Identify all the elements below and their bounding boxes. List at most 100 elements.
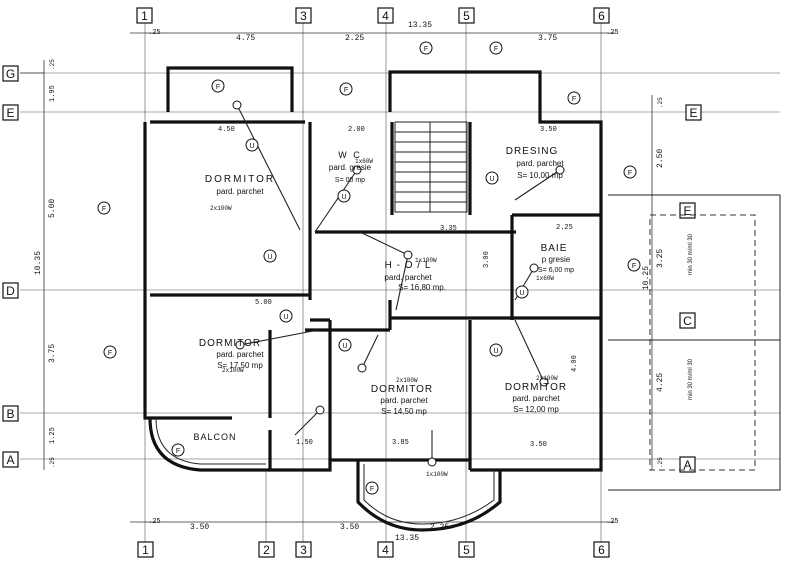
svg-text:F: F [628,170,632,177]
room-labels: DORMITOR pard. parchet W C pard. gresie … [193,146,574,442]
svg-text:1.50: 1.50 [296,439,313,447]
dim-right-5: 4.25 [656,373,665,392]
svg-text:F: F [102,206,106,213]
svg-text:1x100W: 1x100W [426,471,448,478]
axis-left-B: B [6,407,14,421]
dim-left-6: .25 [49,457,56,468]
svg-text:F: F [370,486,374,493]
room-floor: pard. parchet [512,394,560,403]
axis-top-4: 4 [382,9,389,23]
lamp-fixture-icon [315,405,325,415]
room-name: DORMITOR [371,384,433,395]
svg-text:3.85: 3.85 [392,439,409,447]
svg-text:F: F [176,448,180,455]
room-area: S= 17,50 mp [217,361,263,370]
dim-bottom-total: 13.35 [395,534,419,543]
svg-text:U: U [283,314,288,321]
axis-markers-left: G E D B A [2,65,19,468]
svg-text:4.00: 4.00 [571,355,579,372]
svg-text:F: F [216,84,220,91]
axis-bottom-1: 1 [142,543,149,557]
room-floor: p gresie [542,255,571,264]
svg-text:1x60W: 1x60W [355,158,373,165]
svg-text:U: U [342,343,347,350]
dim-left-2: 5.00 [48,199,57,218]
svg-text:2x100W: 2x100W [210,205,232,212]
svg-text:4.50: 4.50 [218,126,235,134]
fixture-labels: 2x100W 1x60W 1x100W 2x100W 1x60W 1x100W … [210,158,558,478]
room-name: DORMITOR [505,382,567,393]
dimension-texts: 13.35 4.75 2.25 3.75 .25 .25 13.35 3.50 … [34,21,665,543]
svg-text:1x100W: 1x100W [415,257,437,264]
dim-bottom-1: 3.50 [190,523,209,532]
axis-top-5: 5 [463,9,470,23]
dim-bottom-2: 3.50 [340,523,359,532]
lamp-fixture-icon [403,250,413,260]
axis-left-E: E [6,106,14,120]
dim-top-3: 3.75 [538,34,557,43]
svg-text:3.50: 3.50 [540,126,557,134]
axis-right-C: C [683,314,692,328]
svg-text:5.00: 5.00 [255,299,272,307]
balcony-bottom [356,460,502,532]
axis-top-1: 1 [141,9,148,23]
svg-text:U: U [493,348,498,355]
room-floor: pard. parchet [384,273,432,282]
dim-top-5: .25 [606,29,619,37]
svg-text:2x100W: 2x100W [536,375,558,382]
room-name: DORMITOR [205,174,275,185]
lamp-fixture-icon [539,377,549,387]
room-area: S= 10,00 mp [517,171,563,180]
axis-bottom-5: 5 [463,543,470,557]
lamp-fixture-icon [529,263,539,273]
room-name: DORMITOR [199,338,261,349]
axis-bottom-4: 4 [382,543,389,557]
svg-text:2x100W: 2x100W [222,367,244,374]
svg-text:F: F [572,96,576,103]
room-name: BAIE [541,243,568,254]
dim-left-5: .25 [49,59,56,70]
dim-right-6: .25 [657,457,664,468]
room-floor: pard. gresie [329,163,372,172]
room-floor: pard. parchet [216,187,264,196]
dim-right-4: 10.25 [642,266,651,290]
svg-text:3.35: 3.35 [440,225,457,233]
dim-top-1: 4.75 [236,34,255,43]
room-floor: pard. parchet [216,350,264,359]
axis-left-G: G [6,67,15,81]
walls [143,66,603,472]
lamp-fixture-icon [427,457,437,467]
svg-text:F: F [424,46,428,53]
axis-left-D: D [6,284,15,298]
side-note-2: min 30 m/ml 30 [688,358,694,400]
lamp-fixture-icon [555,165,565,175]
room-name: DRESING [506,146,559,157]
dim-left-1: 1.95 [49,85,57,102]
room-name: BALCON [193,432,236,442]
room-name: W C [338,150,362,160]
dim-right-1: .25 [657,97,664,108]
axis-right-A: A [683,458,691,472]
axis-bottom-6: 6 [598,543,605,557]
dim-top-4: .25 [148,29,161,37]
dim-top-total: 13.35 [408,21,432,30]
dim-right-3: 3.25 [656,249,665,268]
room-area: S= 12,00 mp [513,405,559,414]
svg-text:U: U [267,254,272,261]
dim-right-2: 2.50 [656,149,665,168]
svg-text:3.00: 3.00 [483,251,491,268]
light-fixtures [232,100,565,467]
stairs [394,121,468,213]
dimension-lines [20,32,653,523]
axis-bottom-2: 2 [263,543,270,557]
room-floor: pard. parchet [516,159,564,168]
svg-text:F: F [108,350,112,357]
lamp-fixture-icon [235,340,245,350]
axis-top-3: 3 [300,9,307,23]
axis-markers-right: E E C A [679,104,702,473]
axis-top-6: 6 [598,9,605,23]
axis-bottom-3: 3 [300,543,307,557]
svg-text:U: U [341,194,346,201]
dim-left-3: 3.75 [48,344,57,363]
